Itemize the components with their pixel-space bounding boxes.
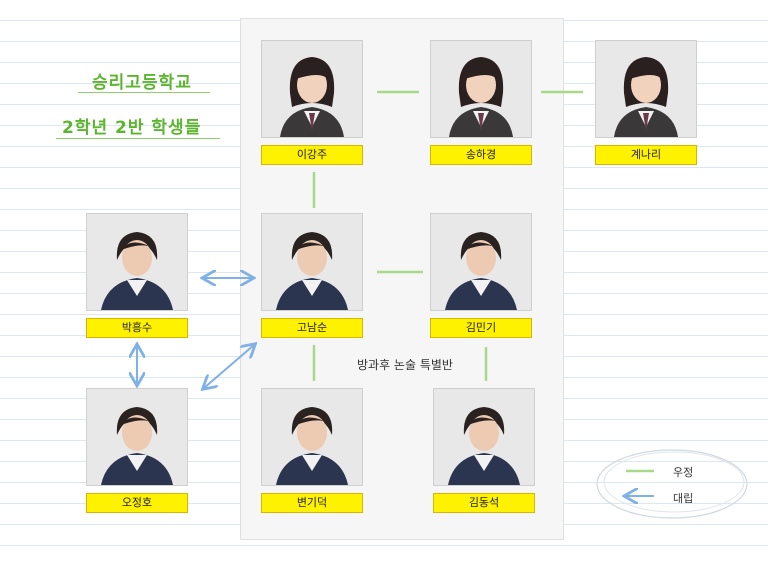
photo-oh-jeongho	[86, 388, 188, 486]
name-kim-dongseok: 김동석	[468, 496, 500, 509]
name-byeon-gideok: 변기덕	[296, 496, 328, 509]
name-oh-jeongho: 오정호	[121, 496, 153, 509]
name-tag-byeon-gideok: 변기덕	[261, 493, 363, 513]
legend-conflict-label: 대립	[673, 492, 694, 505]
photo-gye-nari	[595, 40, 697, 138]
photo-go-namsun	[261, 213, 363, 311]
photo-kim-dongseok	[433, 388, 535, 486]
special-class-label: 방과후 논술 특별반	[357, 358, 453, 372]
name-gye-nari: 계나리	[630, 148, 662, 161]
name-park-heungsu: 박흥수	[121, 321, 153, 334]
legend-circle-2	[603, 451, 745, 513]
conflict-line-oh-go	[204, 345, 254, 388]
photo-song-hakyung	[430, 40, 532, 138]
name-tag-song-hakyung: 송하경	[430, 145, 532, 165]
name-tag-kim-dongseok: 김동석	[433, 493, 535, 513]
class-title: 2학년 2반 학생들	[62, 118, 202, 138]
name-kim-mingi: 김민기	[465, 321, 497, 334]
school-title: 승리고등학교	[92, 73, 192, 93]
name-go-namsun: 고남순	[296, 321, 328, 334]
photo-byeon-gideok	[261, 388, 363, 486]
photo-kim-mingi	[430, 213, 532, 311]
name-tag-kim-mingi: 김민기	[430, 318, 532, 338]
photo-lee-kangju	[261, 40, 363, 138]
legend-friendship-label: 우정	[673, 466, 694, 479]
title-underline-2	[56, 138, 220, 139]
name-song-hakyung: 송하경	[465, 148, 497, 161]
name-tag-lee-kangju: 이강주	[261, 145, 363, 165]
name-lee-kangju: 이강주	[296, 148, 328, 161]
name-tag-park-heungsu: 박흥수	[86, 318, 188, 338]
name-tag-go-namsun: 고남순	[261, 318, 363, 338]
name-tag-gye-nari: 계나리	[595, 145, 697, 165]
title-underline-1	[78, 92, 210, 93]
legend-circle	[596, 449, 748, 519]
photo-park-heungsu	[86, 213, 188, 311]
name-tag-oh-jeongho: 오정호	[86, 493, 188, 513]
